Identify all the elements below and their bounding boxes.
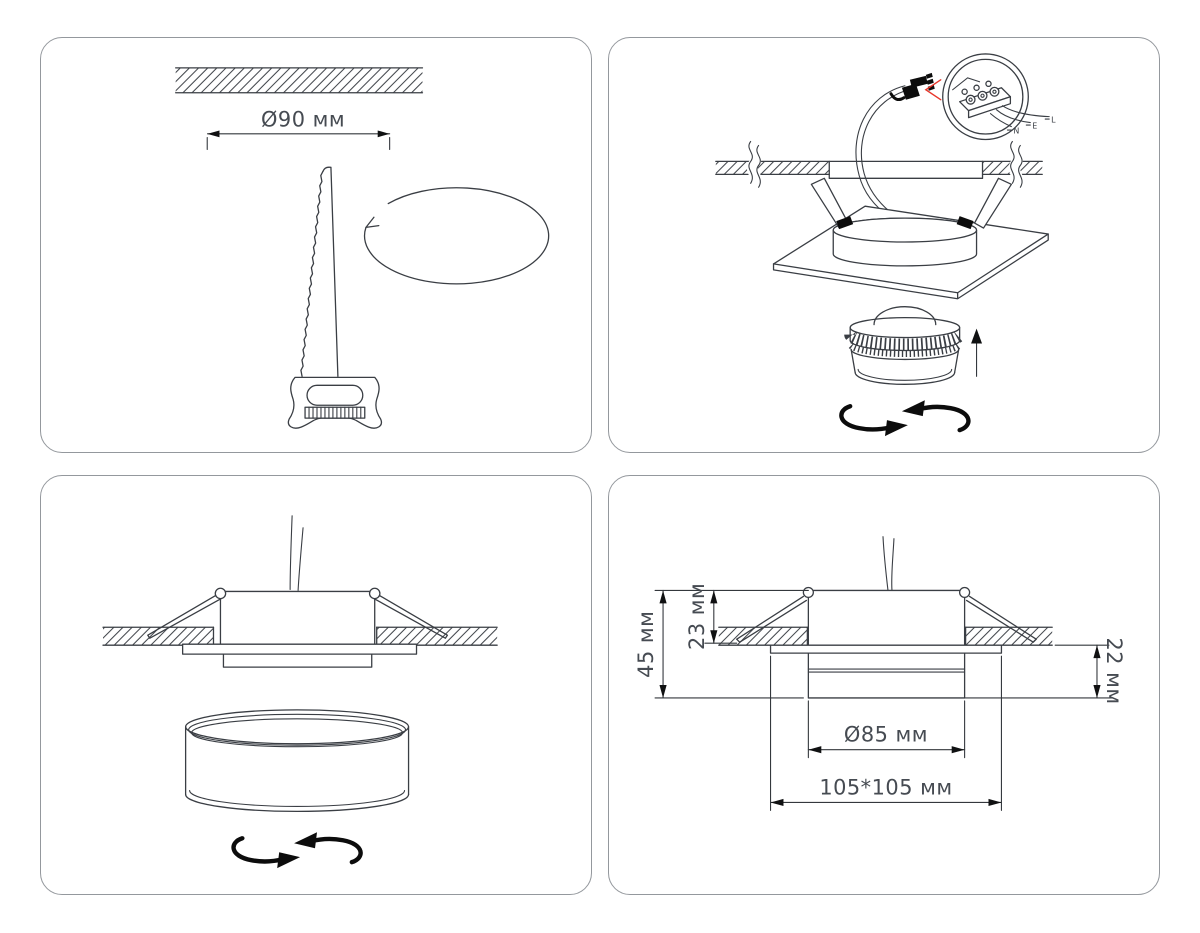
keyhole-saw-icon [287, 166, 383, 429]
above-ceiling-label: 23 мм [685, 583, 709, 650]
panel-step-4-dimensions: 45 мм 23 мм 22 мм [608, 475, 1160, 895]
terminal-labels: N E L [1006, 116, 1056, 136]
callout-pointer [924, 79, 942, 101]
terminal-label-e: E [1032, 122, 1037, 131]
terminal-label-n: N [1013, 127, 1019, 136]
plate-size-label: 105*105 мм [819, 775, 952, 799]
dimension-above-ceiling: 23 мм [685, 583, 738, 650]
recess-body [807, 652, 966, 699]
spring-clip-left [810, 177, 854, 230]
ceiling-hatch [175, 67, 424, 94]
gx53-lamp-icon [844, 306, 966, 385]
below-ceiling-label: 22 мм [1102, 637, 1126, 704]
spring-clip-left [147, 593, 223, 639]
clip-pivot-left [802, 586, 814, 599]
dimension-below-ceiling: 22 мм [964, 637, 1126, 705]
terminal-label-l: L [1051, 116, 1056, 125]
break-mark-left [746, 138, 762, 191]
dimension-total-height: 45 мм [634, 589, 809, 699]
supply-wire [855, 85, 910, 220]
spring-clip-right [373, 593, 449, 639]
hole-diameter-dimension [206, 130, 391, 151]
supply-wire [882, 536, 895, 591]
rotate-arrows-icon [839, 400, 971, 437]
cutout-ellipse-rotation-arrow [363, 187, 550, 285]
fixture-body [219, 590, 376, 645]
clip-pivot-right [368, 587, 381, 600]
ceiling-hatch [102, 626, 498, 646]
trim-flange [769, 644, 1003, 654]
total-height-label: 45 мм [634, 611, 658, 678]
fixture-body [807, 589, 966, 646]
break-mark-right [1008, 138, 1024, 191]
supply-wire [289, 515, 304, 591]
panel-step-2-connect-and-mount: N E L [608, 37, 1160, 453]
dimension-plate-size: 105*105 мм [769, 655, 1002, 811]
terminal-detail-circle: N E L [942, 53, 1056, 141]
clip-pivot-right [958, 586, 971, 599]
panel-step-1-cut-hole: Ø90 мм [40, 37, 592, 453]
cut-hole-drawing: Ø90 мм [175, 67, 550, 429]
hole-diameter-label: Ø90 мм [261, 108, 345, 132]
spring-clip-right [956, 177, 1013, 230]
spring-clip-right [965, 595, 1037, 643]
fixture-body [832, 217, 978, 267]
dimension-drawing: 45 мм 23 мм 22 мм [634, 536, 1126, 811]
trim-flange [181, 643, 418, 668]
clip-pivot-left [214, 587, 227, 600]
panel-step-3-insert-lamp [40, 475, 592, 895]
dimension-lamp-diameter: Ø85 мм [807, 700, 966, 759]
gx53-lamp-icon [184, 709, 410, 813]
rotate-arrows-icon [231, 832, 363, 869]
lamp-insertion-drawing [102, 515, 498, 869]
terminal-block-icon [952, 77, 1050, 128]
ceiling-hatch [715, 138, 1043, 191]
spring-clip-left [736, 595, 808, 643]
wiring-mounting-drawing: N E L [715, 53, 1056, 437]
saw-handle [287, 376, 383, 429]
wire-connector-icon [889, 72, 935, 102]
lamp-diameter-label: Ø85 мм [844, 723, 928, 747]
up-arrow-icon [971, 328, 983, 377]
